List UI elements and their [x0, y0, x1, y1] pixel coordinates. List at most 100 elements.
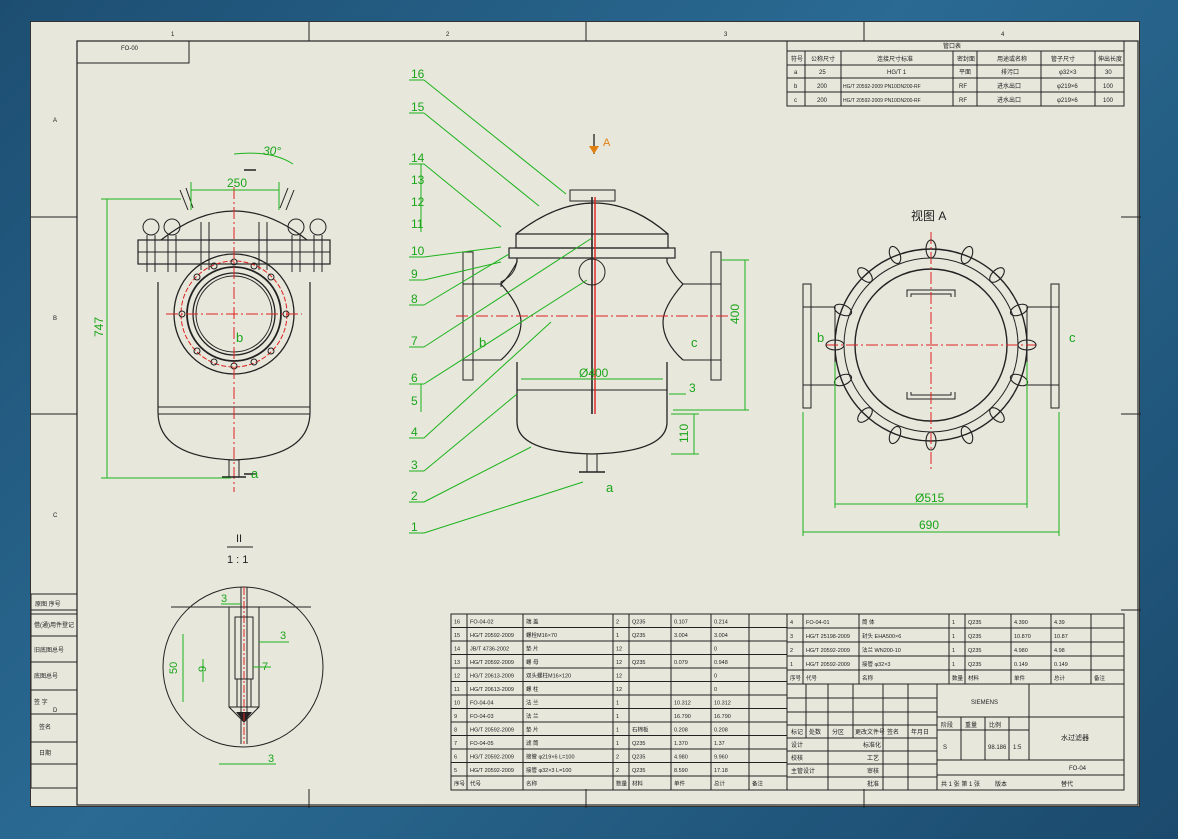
zone-top-1: 1	[171, 32, 175, 38]
bom-right-cell: FO-04-01	[806, 620, 830, 626]
bom-left-cell: 接管 φ32×3 L=100	[526, 766, 571, 774]
bom-left-cell: 0.079	[674, 660, 688, 666]
bom-left-cell: HG/T 20592-2009	[470, 660, 514, 666]
bom-right-header: 序号	[790, 674, 802, 682]
bom-left-cell: 石棉板	[632, 726, 649, 734]
bom-left-cell: 17.18	[714, 768, 728, 774]
nozzle-r2-5: φ219×6	[1057, 98, 1078, 104]
front-dim-747: 747	[92, 317, 106, 337]
tb-rev-zone: 分区	[832, 728, 844, 736]
detail-dim-9: 9	[197, 666, 209, 672]
bom-left-cell: 12	[616, 687, 622, 693]
bom-right-cell: 1	[790, 662, 793, 668]
bom-left-cell: Q235	[632, 660, 645, 666]
zone-top-4: 4	[1001, 32, 1005, 38]
nozzle-r1-0: b	[794, 84, 798, 90]
balloon-9: 9	[411, 267, 418, 281]
tb-replace: 替代	[1061, 780, 1073, 788]
bom-left-cell: Q235	[632, 620, 645, 626]
bom-left-cell: 双头螺柱M16×120	[526, 672, 571, 680]
bom-left-cell: 7	[454, 741, 457, 747]
side-label-orig: 原图 序号	[35, 600, 61, 608]
detail-dim-right: 3	[280, 630, 286, 642]
detail-dim-50: 50	[168, 662, 180, 674]
nozzle-r2-4: 进水出口	[997, 96, 1021, 104]
nozzle-r0-3: 平面	[959, 69, 971, 76]
bom-left-cell: 16.790	[714, 714, 731, 720]
tb-role-std: 标准化	[863, 741, 881, 749]
inner-frame	[76, 40, 1139, 806]
balloon-3: 3	[411, 458, 418, 472]
bom-left-cell: 0.107	[674, 620, 688, 626]
side-label-borrow: 借(通)用件登记	[34, 621, 74, 629]
tb-role-chief: 主管设计	[791, 767, 815, 775]
bom-right-cell: 封头 EHA500×6	[862, 632, 901, 640]
nozzle-r0-2: HG/T 1	[887, 70, 907, 76]
bom-right-cell: HG/T 20592-2009	[806, 648, 850, 654]
bom-left-cell: 滤 筒	[526, 739, 539, 747]
bom-left-cell: 12	[616, 647, 622, 653]
drawing-canvas: 1 2 3 4 A B C D FO-00	[30, 22, 1141, 808]
view-a-label-b: b	[817, 330, 824, 345]
balloon-6: 6	[411, 371, 418, 385]
section-label-c: c	[691, 335, 698, 350]
bom-left-cell: Q235	[632, 633, 645, 639]
bom-right-cell: Q235	[968, 662, 981, 668]
zone-left-d: D	[53, 708, 58, 714]
section-label-b: b	[479, 335, 486, 350]
bom-left-cell: 12	[616, 674, 622, 680]
bom-left-cell: 10.312	[674, 701, 691, 707]
bom-left-cell: 3.004	[674, 633, 688, 639]
front-view: 250 30° 747 b a	[92, 144, 331, 492]
section-dim-400: 400	[728, 304, 742, 324]
bom-right-cell: 4	[790, 620, 793, 626]
tb-rev-doc: 更改文件号	[855, 728, 885, 736]
bom-left-header: 数量	[616, 780, 628, 788]
bom-left-cell: 12	[616, 660, 622, 666]
balloon-15: 15	[411, 100, 425, 114]
nozzle-r2-2: HG/T 20592-2009 PN10DN200-RF	[843, 98, 921, 104]
balloon-7: 7	[411, 334, 418, 348]
tb-role-review: 审核	[867, 767, 879, 775]
nozzle-h-2: 连接尺寸标准	[877, 55, 913, 63]
bom-left-cell: 10	[454, 701, 460, 707]
tb-scale: 1:5	[1013, 745, 1022, 751]
tb-stage: S	[943, 745, 947, 751]
title-block: SIEMENS 水过滤器 FO-04 阶段 重量 比例 S 98.186 1:5…	[786, 683, 1125, 791]
bom-left-cell: 6	[454, 755, 457, 761]
bom-left-cell: 9.960	[714, 755, 728, 761]
tb-version: 版本	[995, 780, 1007, 788]
bom-left-cell: 1.37	[714, 741, 725, 747]
bom-left-cell: 螺栓M16×70	[526, 631, 557, 639]
section-dim-110: 110	[677, 424, 691, 443]
bom-right-cell: 10.87	[1054, 634, 1068, 640]
bom-left-cell: 2	[616, 768, 619, 774]
side-label-date: 日期	[39, 749, 51, 757]
bom-left-cell: HG/T 20613-2009	[470, 674, 514, 680]
bom-left-cell: 接管 φ219×6 L=100	[526, 753, 575, 761]
bom-right-cell: 2	[790, 648, 793, 654]
front-dim-250: 250	[227, 176, 247, 190]
nozzle-r0-5: φ32×3	[1059, 70, 1077, 76]
balloon-11: 11	[411, 217, 424, 231]
bom-left-cell: HG/T 20592-2009	[470, 768, 514, 774]
nozzle-r2-6: 100	[1103, 98, 1114, 104]
bom-right-cell: 4.390	[1014, 620, 1028, 626]
bom-right-header: 名称	[862, 674, 874, 682]
bom-left-cell: 3.004	[714, 633, 728, 639]
nozzle-h-0: 符号	[791, 55, 803, 63]
nozzle-r0-4: 排污口	[1001, 68, 1019, 76]
bom-left-cell: 15	[454, 633, 460, 639]
side-label-base: 底图总号	[34, 672, 58, 680]
side-label-sign-short: 签 字	[34, 698, 48, 706]
bom-left-cell: 13	[454, 660, 460, 666]
bom-left-header: 序号	[454, 780, 466, 788]
balloon-14: 14	[411, 151, 425, 165]
side-label-panel: 原图 序号 借(通)用件登记 旧底图总号 底图总号 签 字 签名 日期	[30, 593, 78, 789]
bom-right-cell: 1	[952, 634, 955, 640]
front-dim-angle: 30°	[263, 144, 281, 158]
balloon-8: 8	[411, 292, 418, 306]
bom-left-cell: 2	[616, 620, 619, 626]
balloon-16: 16	[411, 67, 425, 81]
